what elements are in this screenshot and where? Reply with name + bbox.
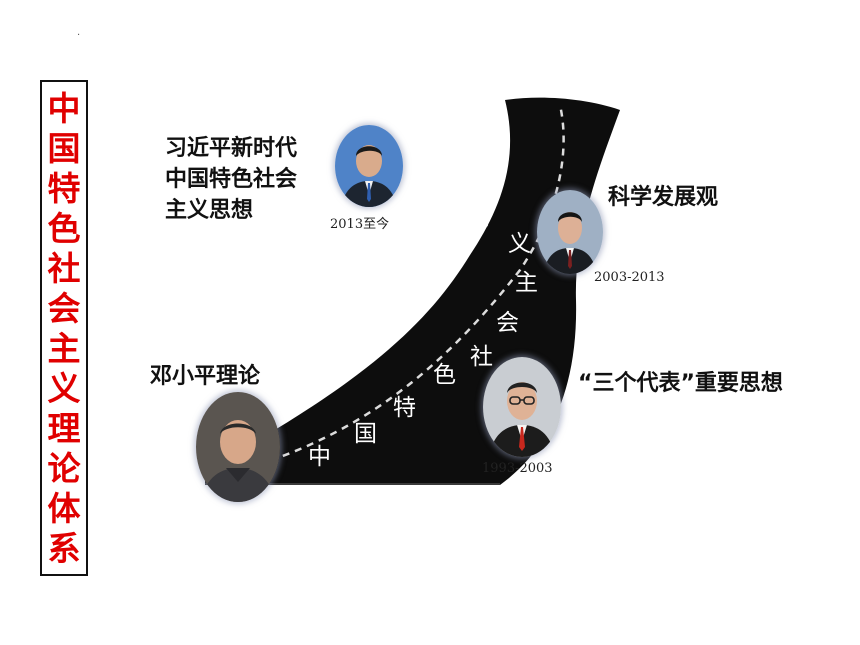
road-char: 社 — [470, 344, 493, 370]
label-hu: 科学发展观 — [608, 182, 718, 213]
road-centerline — [207, 104, 565, 480]
portrait-deng — [196, 392, 280, 502]
vertical-title-char: 国 — [47, 128, 81, 168]
vertical-title-char: 理 — [47, 408, 81, 448]
vertical-title-char: 特 — [47, 168, 81, 208]
label-deng-line: 邓小平理论 — [150, 364, 261, 389]
road-char: 路 — [428, 185, 451, 211]
road-char: 主 — [515, 270, 538, 296]
portrait-hu-image — [537, 190, 603, 274]
portrait-deng-image — [196, 392, 280, 502]
label-hu-line: 科学发展观 — [608, 185, 719, 210]
label-deng: 邓小平理论 — [150, 361, 260, 392]
label-xi-line: 习近平新时代 — [165, 136, 298, 161]
vertical-title-char: 中 — [47, 88, 81, 128]
vertical-title-char: 体 — [47, 488, 81, 528]
year-xi: 2013至今 — [330, 217, 390, 232]
portrait-xi — [335, 125, 403, 207]
road-char: 色 — [433, 362, 456, 388]
label-jiang-line: “三个代表”重要思想 — [578, 371, 783, 396]
vertical-title-char: 论 — [47, 448, 81, 488]
year-hu: 2003-2013 — [594, 270, 665, 285]
vertical-title-char: 色 — [47, 208, 81, 248]
vertical-title-char: 系 — [47, 528, 81, 568]
vertical-title-char: 义 — [47, 368, 81, 408]
vertical-title-char: 会 — [47, 288, 81, 328]
road-char: 国 — [354, 421, 377, 447]
year-jiang: 1993-2003 — [482, 461, 553, 476]
label-xi-line: 主义思想 — [165, 198, 254, 223]
label-jiang: “三个代表”重要思想 — [578, 368, 783, 399]
road-char: 义 — [508, 231, 531, 257]
vertical-title-box: 中 国 特 色 社 会 主 义 理 论 体 系 — [40, 80, 88, 576]
stray-dot: · — [77, 30, 81, 41]
road-char: 中 — [308, 444, 331, 470]
road-char: 道 — [466, 205, 489, 231]
portrait-hu — [537, 190, 603, 274]
vertical-title-char: 主 — [47, 328, 81, 368]
road-char: 会 — [496, 310, 519, 336]
label-xi: 习近平新时代 中国特色社会 主义思想 — [165, 133, 297, 226]
vertical-title-char: 社 — [47, 248, 81, 288]
portrait-xi-image — [335, 125, 403, 207]
portrait-jiang — [483, 357, 561, 457]
label-xi-line: 中国特色社会 — [165, 167, 298, 192]
portrait-jiang-image — [483, 357, 561, 457]
road-char: 特 — [393, 395, 416, 421]
